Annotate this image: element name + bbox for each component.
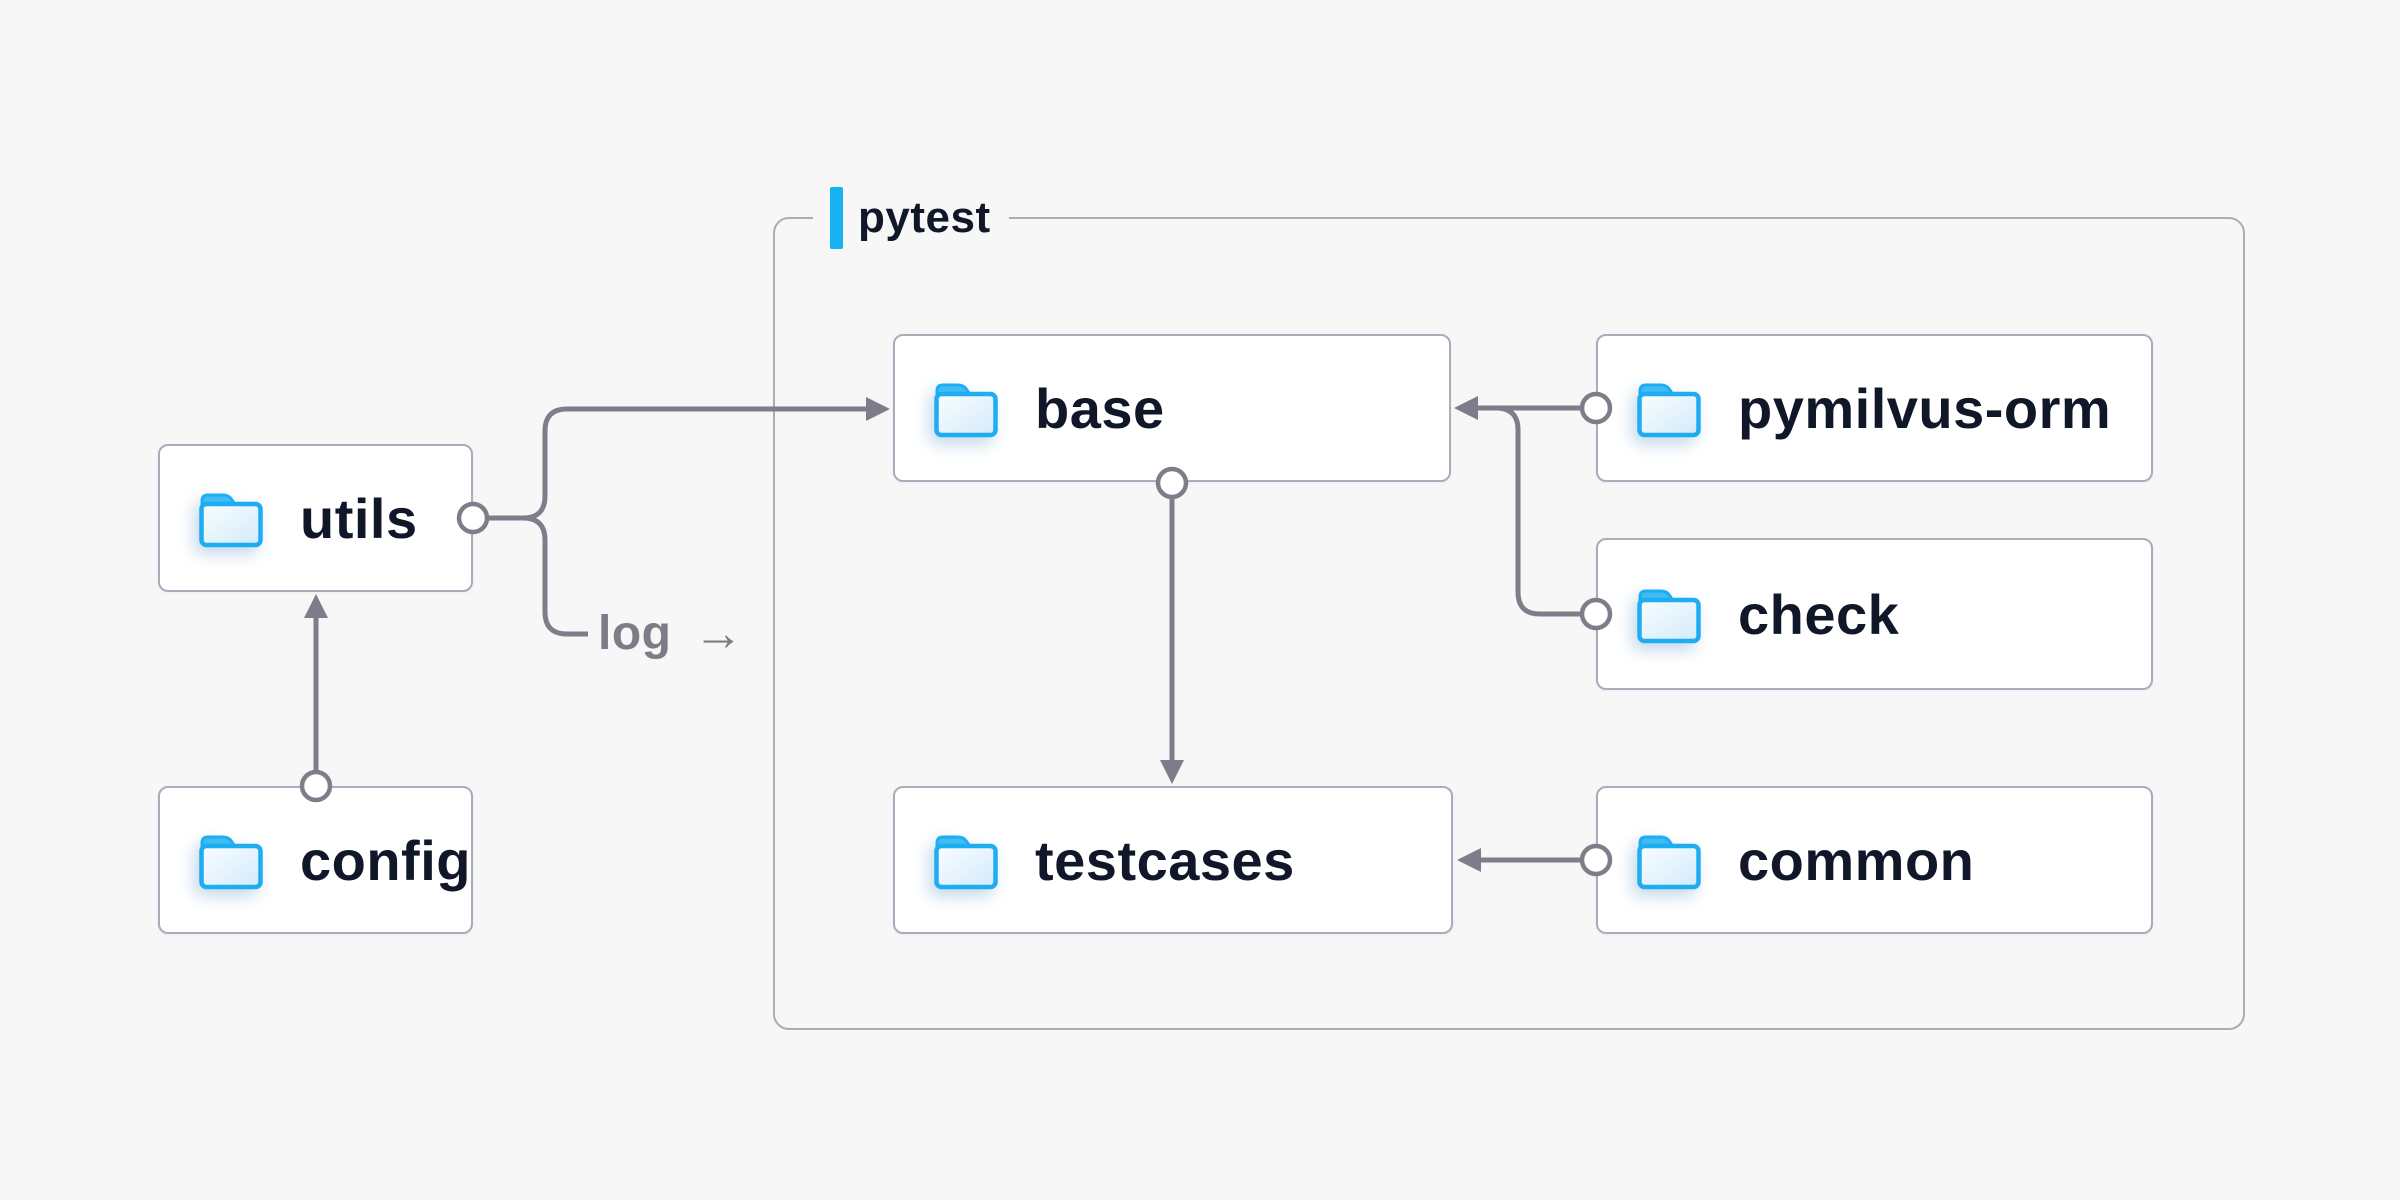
folder-icon [1635, 829, 1703, 891]
node-config: config [158, 786, 473, 934]
node-testcases: testcases [893, 786, 1453, 934]
node-label: check [1738, 582, 1900, 646]
folder-icon [1635, 583, 1703, 645]
log-label-text: log [598, 606, 672, 660]
group-title: pytest [858, 193, 991, 242]
node-label: utils [300, 486, 418, 550]
node-label: base [1035, 376, 1165, 440]
node-label: config [300, 828, 471, 892]
folder-icon [197, 487, 265, 549]
accent-bar-icon [830, 187, 843, 249]
node-base: base [893, 334, 1451, 482]
log-edge-label: log → [598, 605, 744, 661]
node-check: check [1596, 538, 2153, 690]
pytest-group-container: pytest [773, 187, 2245, 1030]
folder-icon [1635, 377, 1703, 439]
arrowhead-up-icon [304, 594, 328, 618]
node-label: testcases [1035, 828, 1295, 892]
node-pymilvus-orm: pymilvus-orm [1596, 334, 2153, 482]
edge-config-to-utils [299, 594, 333, 803]
right-arrow-glyph: → [693, 605, 744, 661]
node-label: common [1738, 828, 1975, 892]
node-utils: utils [158, 444, 473, 592]
node-label: pymilvus-orm [1738, 376, 2112, 440]
folder-icon [932, 829, 1000, 891]
folder-icon [932, 377, 1000, 439]
folder-icon [197, 829, 265, 891]
pytest-group-label: pytest [813, 187, 1009, 249]
node-common: common [1596, 786, 2153, 934]
edge-utils-to-log [456, 501, 588, 637]
